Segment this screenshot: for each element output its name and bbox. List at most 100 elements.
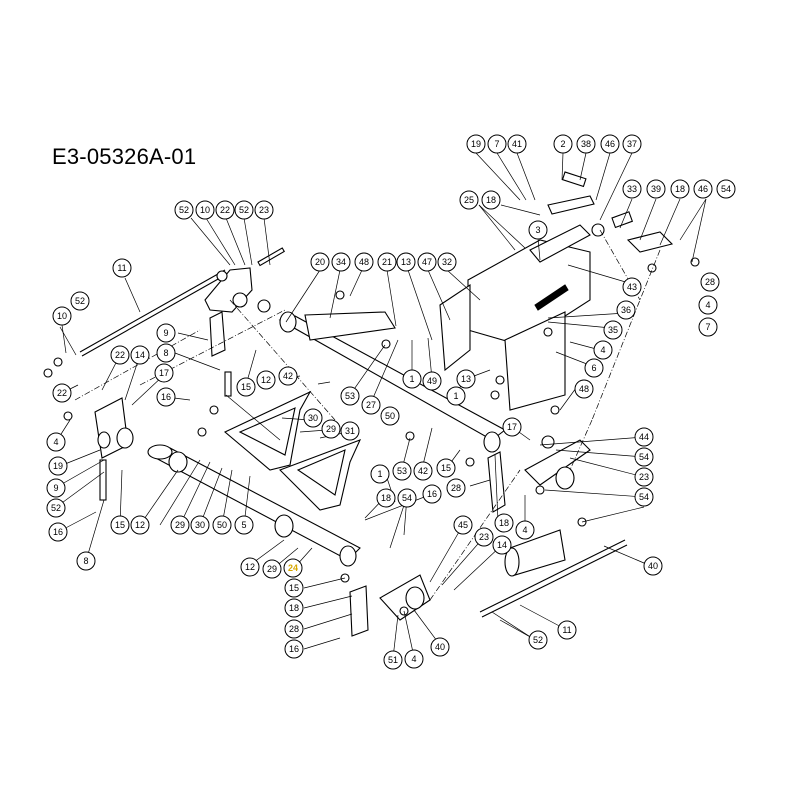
svg-text:22: 22 (57, 388, 67, 398)
svg-text:9: 9 (163, 328, 168, 338)
svg-text:48: 48 (359, 257, 369, 267)
svg-text:2: 2 (560, 139, 565, 149)
svg-text:1: 1 (409, 374, 414, 384)
callout-6: 6 (584, 358, 604, 378)
svg-text:28: 28 (705, 277, 715, 287)
callout-52: 52 (528, 630, 548, 650)
callout-3: 3 (528, 220, 548, 240)
callout-34: 34 (331, 252, 351, 272)
svg-text:12: 12 (135, 520, 145, 530)
svg-text:46: 46 (605, 139, 615, 149)
callout-29: 29 (321, 419, 341, 439)
svg-text:38: 38 (581, 139, 591, 149)
callout-31: 31 (340, 421, 360, 441)
callout-17: 17 (502, 417, 522, 437)
svg-text:24: 24 (288, 563, 298, 573)
svg-text:53: 53 (345, 391, 355, 401)
callout-12: 12 (256, 370, 276, 390)
callout-23: 23 (254, 200, 274, 220)
callout-12: 12 (240, 557, 260, 577)
svg-text:35: 35 (608, 325, 618, 335)
svg-text:54: 54 (639, 492, 649, 502)
callout-42: 42 (278, 366, 298, 386)
svg-text:15: 15 (289, 583, 299, 593)
svg-text:50: 50 (217, 520, 227, 530)
svg-text:10: 10 (200, 205, 210, 215)
callout-14: 14 (492, 535, 512, 555)
svg-text:54: 54 (721, 184, 731, 194)
callout-25: 25 (459, 190, 479, 210)
callout-52: 52 (70, 291, 90, 311)
callout-9: 9 (46, 478, 66, 498)
svg-text:7: 7 (494, 139, 499, 149)
callout-52: 52 (174, 200, 194, 220)
callout-11: 11 (557, 620, 577, 640)
svg-text:46: 46 (698, 184, 708, 194)
svg-text:12: 12 (245, 562, 255, 572)
svg-text:18: 18 (381, 493, 391, 503)
callout-29: 29 (170, 515, 190, 535)
callout-16: 16 (156, 387, 176, 407)
svg-text:29: 29 (175, 520, 185, 530)
svg-text:15: 15 (441, 463, 451, 473)
svg-text:28: 28 (289, 624, 299, 634)
callout-16: 16 (284, 639, 304, 659)
callout-1: 1 (402, 369, 422, 389)
callout-46: 46 (693, 179, 713, 199)
callout-30: 30 (303, 408, 323, 428)
svg-text:16: 16 (161, 392, 171, 402)
svg-text:52: 52 (75, 296, 85, 306)
svg-text:45: 45 (458, 520, 468, 530)
callout-43: 43 (622, 277, 642, 297)
svg-text:34: 34 (336, 257, 346, 267)
callout-48: 48 (574, 379, 594, 399)
callout-18: 18 (494, 513, 514, 533)
callout-16: 16 (48, 522, 68, 542)
svg-text:29: 29 (326, 424, 336, 434)
svg-text:22: 22 (115, 350, 125, 360)
svg-text:21: 21 (382, 257, 392, 267)
svg-text:14: 14 (497, 540, 507, 550)
callout-23: 23 (474, 527, 494, 547)
svg-text:40: 40 (435, 642, 445, 652)
diagram-title: E3-05326A-01 (52, 144, 197, 169)
svg-text:16: 16 (289, 644, 299, 654)
svg-text:31: 31 (345, 426, 355, 436)
callout-7: 7 (698, 317, 718, 337)
rod-11-lower (479, 539, 626, 613)
callout-54: 54 (634, 487, 654, 507)
svg-text:3: 3 (535, 225, 540, 235)
callout-46: 46 (600, 134, 620, 154)
callout-4: 4 (46, 432, 66, 452)
callout-21: 21 (377, 252, 397, 272)
svg-text:52: 52 (239, 205, 249, 215)
svg-text:42: 42 (418, 466, 428, 476)
callout-53: 53 (340, 386, 360, 406)
callout-22: 22 (110, 345, 130, 365)
callout-1: 1 (370, 464, 390, 484)
svg-text:47: 47 (422, 257, 432, 267)
svg-text:7: 7 (705, 322, 710, 332)
callout-22: 22 (215, 200, 235, 220)
callout-18: 18 (284, 598, 304, 618)
svg-text:23: 23 (639, 472, 649, 482)
callout-54: 54 (716, 179, 736, 199)
callout-11: 11 (112, 258, 132, 278)
svg-text:28: 28 (451, 483, 461, 493)
callout-48: 48 (354, 252, 374, 272)
svg-text:41: 41 (512, 139, 522, 149)
svg-text:17: 17 (159, 368, 169, 378)
svg-text:52: 52 (51, 503, 61, 513)
svg-text:43: 43 (627, 282, 637, 292)
callout-49: 49 (422, 371, 442, 391)
svg-text:6: 6 (591, 363, 596, 373)
svg-text:13: 13 (401, 257, 411, 267)
callout-52: 52 (46, 498, 66, 518)
callout-17: 17 (154, 363, 174, 383)
svg-text:9: 9 (53, 483, 58, 493)
callout-19: 19 (48, 456, 68, 476)
svg-text:27: 27 (366, 400, 376, 410)
callout-9: 9 (156, 323, 176, 343)
callout-52: 52 (234, 200, 254, 220)
